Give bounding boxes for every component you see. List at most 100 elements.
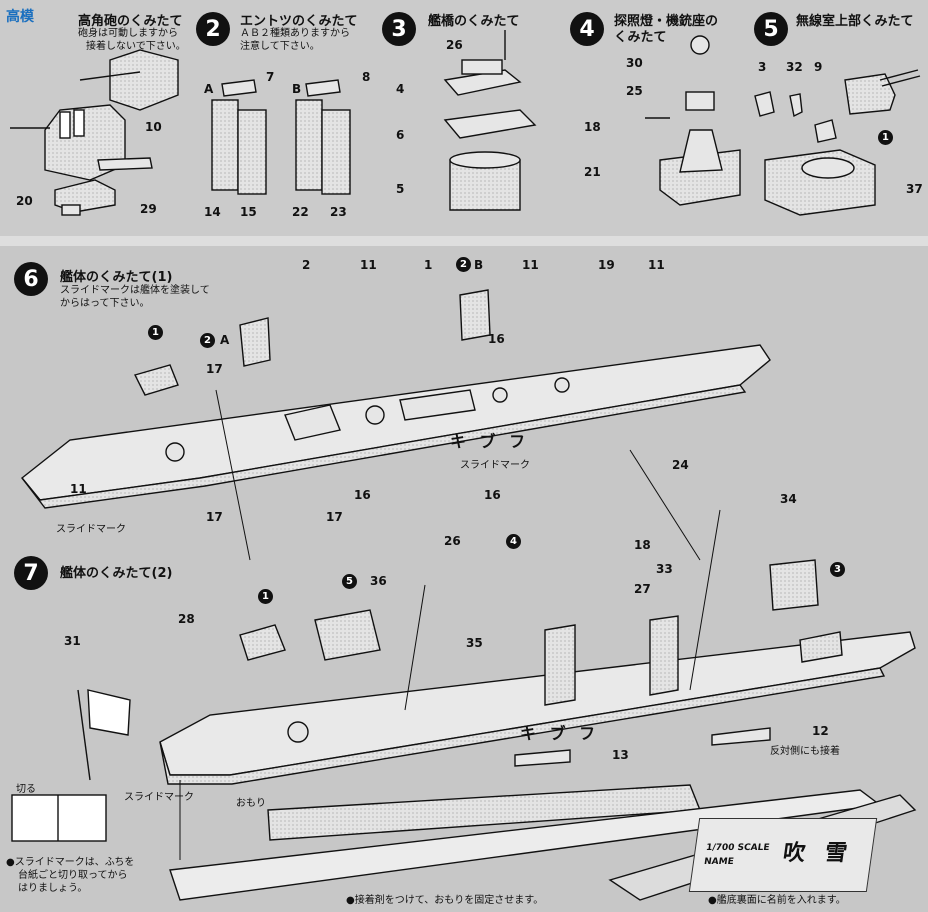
watermark-logo: 高模 bbox=[6, 6, 68, 42]
step5-title: 無線室上部くみたて bbox=[796, 14, 914, 29]
hull-marking-kibufu-2: キ ブ フ bbox=[520, 724, 600, 743]
part-2B-label: B bbox=[474, 258, 484, 272]
part-20: 20 bbox=[16, 194, 33, 208]
part-9: 9 bbox=[814, 60, 823, 74]
step1-turret-drawing bbox=[10, 49, 179, 216]
part-12: 12 bbox=[812, 724, 829, 738]
opposite-side-note: 反対側にも接着 bbox=[770, 746, 840, 757]
part-11-c: 11 bbox=[648, 258, 665, 272]
slide-note-3: はりましょう。 bbox=[18, 883, 88, 894]
step3-title: 艦橋のくみたて bbox=[428, 14, 520, 29]
nameplate-ship-name: 吹 雪 bbox=[781, 841, 855, 866]
part-6-bridge: 6 bbox=[396, 128, 405, 142]
part-18-searchlight: 18 bbox=[584, 120, 601, 134]
slide-mark-label-bow: スライドマーク bbox=[56, 524, 126, 535]
ref-step-2-A: 2 bbox=[200, 333, 215, 348]
part-25: 25 bbox=[626, 84, 643, 98]
ship-nameplate: 1/700 SCALE NAME 吹 雪 bbox=[688, 818, 878, 892]
part-34: 34 bbox=[780, 492, 797, 506]
part-17-a: 17 bbox=[206, 362, 223, 376]
part-36: 36 bbox=[370, 574, 387, 588]
step6-number: 6 bbox=[14, 262, 48, 296]
part-35: 35 bbox=[466, 636, 483, 650]
step2-number: 2 bbox=[196, 12, 230, 46]
step2-title: エントツのくみたて bbox=[240, 14, 358, 29]
part-1-hull: 1 bbox=[424, 258, 433, 272]
step2-funnel-drawing bbox=[211, 79, 351, 195]
step3-bridge-drawing bbox=[443, 30, 537, 211]
step1-note-2: 接着しないで下さい。 bbox=[86, 41, 186, 52]
part-33: 33 bbox=[656, 562, 673, 576]
watermark-sub: 模 bbox=[20, 9, 34, 25]
part-17-c: 17 bbox=[326, 510, 343, 524]
part-28: 28 bbox=[178, 612, 195, 626]
part-30: 30 bbox=[626, 56, 643, 70]
step1-title: 高角砲のくみたて bbox=[78, 14, 183, 29]
part-21: 21 bbox=[584, 165, 601, 179]
nameplate-scale-block: 1/700 SCALE NAME bbox=[703, 841, 770, 869]
ref-step-2-B: 2 bbox=[456, 257, 471, 272]
part-B-label: B bbox=[292, 82, 302, 96]
step4-searchlight-drawing bbox=[645, 35, 741, 206]
watermark-main: 高 bbox=[6, 9, 20, 25]
step2-note-1: ＡＢ２種類ありますから bbox=[240, 28, 350, 39]
slide-note-1: ●スライドマークは、ふちを bbox=[6, 857, 135, 868]
part-26-bridge: 26 bbox=[446, 38, 463, 52]
part-4-bridge: 4 bbox=[396, 82, 405, 96]
step4-number: 4 bbox=[570, 12, 604, 46]
part-18-hull: 18 bbox=[634, 538, 651, 552]
part-31: 31 bbox=[64, 634, 81, 648]
step7-hull-drawing bbox=[77, 559, 917, 901]
part-11-a: 11 bbox=[360, 258, 377, 272]
step4-title-2: くみたて bbox=[614, 30, 667, 45]
step5-radio-drawing bbox=[754, 69, 921, 216]
part-A-label: A bbox=[204, 82, 214, 96]
name-note: ●艦底裏面に名前を入れます。 bbox=[708, 895, 846, 906]
part-7: 7 bbox=[266, 70, 275, 84]
part-10: 10 bbox=[145, 120, 162, 134]
part-3-radio: 3 bbox=[758, 60, 767, 74]
part-22: 22 bbox=[292, 205, 309, 219]
part-23: 23 bbox=[330, 205, 347, 219]
part-13: 13 bbox=[612, 748, 629, 762]
weight-label: おもり bbox=[236, 798, 266, 809]
part-5-bridge: 5 bbox=[396, 182, 405, 196]
slide-mark-label-hull: スライドマーク bbox=[460, 460, 530, 471]
ref-step-1-hull: 1 bbox=[148, 325, 163, 340]
part-11-b: 11 bbox=[522, 258, 539, 272]
step5-number: 5 bbox=[754, 12, 788, 46]
step6-title: 艦体のくみたて(1) bbox=[60, 270, 173, 285]
step3-number: 3 bbox=[382, 12, 416, 46]
ref-step-1-deck: 1 bbox=[258, 589, 273, 604]
part-29: 29 bbox=[140, 202, 157, 216]
part-19: 19 bbox=[598, 258, 615, 272]
part-8: 8 bbox=[362, 70, 371, 84]
part-32: 32 bbox=[786, 60, 803, 74]
part-15: 15 bbox=[240, 205, 257, 219]
fold-line bbox=[0, 236, 928, 246]
ref-step-1-radio: 1 bbox=[878, 130, 893, 145]
part-24: 24 bbox=[672, 458, 689, 472]
step6-note-2: からはって下さい。 bbox=[60, 298, 150, 309]
step7-title: 艦体のくみたて(2) bbox=[60, 566, 173, 581]
step4-title: 探照燈・機銃座の bbox=[614, 14, 719, 29]
part-16-b: 16 bbox=[354, 488, 371, 502]
part-27: 27 bbox=[634, 582, 651, 596]
part-14: 14 bbox=[204, 205, 221, 219]
slide-mark-label-side: スライドマーク bbox=[124, 792, 194, 803]
nameplate-name-label: NAME bbox=[703, 857, 735, 867]
cut-label: 切る bbox=[16, 784, 36, 795]
step6-hull-drawing bbox=[21, 289, 771, 509]
ref-step-3: 3 bbox=[830, 562, 845, 577]
part-16-c: 16 bbox=[484, 488, 501, 502]
flag-sheet-drawing bbox=[11, 794, 107, 842]
part-37: 37 bbox=[906, 182, 923, 196]
ref-step-5: 5 bbox=[342, 574, 357, 589]
hull-marking-kibufu: キ ブ フ bbox=[450, 432, 530, 451]
part-16-a: 16 bbox=[488, 332, 505, 346]
nameplate-scale: 1/700 SCALE bbox=[705, 843, 771, 853]
step6-note-1: スライドマークは艦体を塗装して bbox=[60, 285, 210, 296]
slide-note-2: 台紙ごと切り取ってから bbox=[18, 870, 128, 881]
